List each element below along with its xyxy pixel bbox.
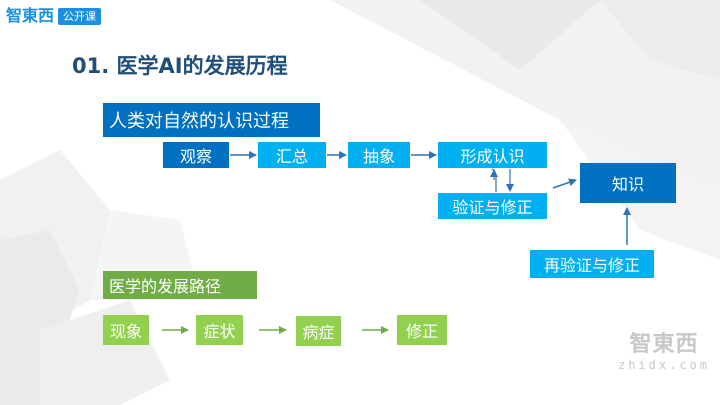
path-correction: 修正 [397, 315, 447, 345]
step-form-understanding: 形成认识 [438, 142, 547, 168]
step-observe: 观察 [163, 142, 229, 168]
path-disease: 病症 [296, 316, 341, 346]
step-abstract: 抽象 [348, 142, 410, 168]
step-summarize: 汇总 [258, 142, 326, 168]
watermark-domain: zhidx.com [617, 358, 711, 372]
page-title: 01. 医学AI的发展历程 [72, 54, 288, 78]
reverify-correct-box: 再验证与修正 [530, 250, 654, 278]
logo-badge: 公开课 [58, 7, 102, 25]
logo-text: 智東西 [6, 6, 55, 25]
section2-heading: 医学的发展路径 [103, 271, 257, 299]
watermark-brand: 智東西 [629, 332, 699, 357]
brand-logo: 智東西 公开课 [6, 6, 102, 26]
watermark: 智東西 zhidx.com [614, 332, 714, 372]
section1-heading: 人类对自然的认识过程 [103, 103, 320, 137]
verify-correct-box: 验证与修正 [438, 193, 547, 219]
path-symptom: 症状 [196, 315, 243, 345]
path-phenomenon: 现象 [103, 315, 149, 345]
knowledge-box: 知识 [580, 163, 676, 203]
